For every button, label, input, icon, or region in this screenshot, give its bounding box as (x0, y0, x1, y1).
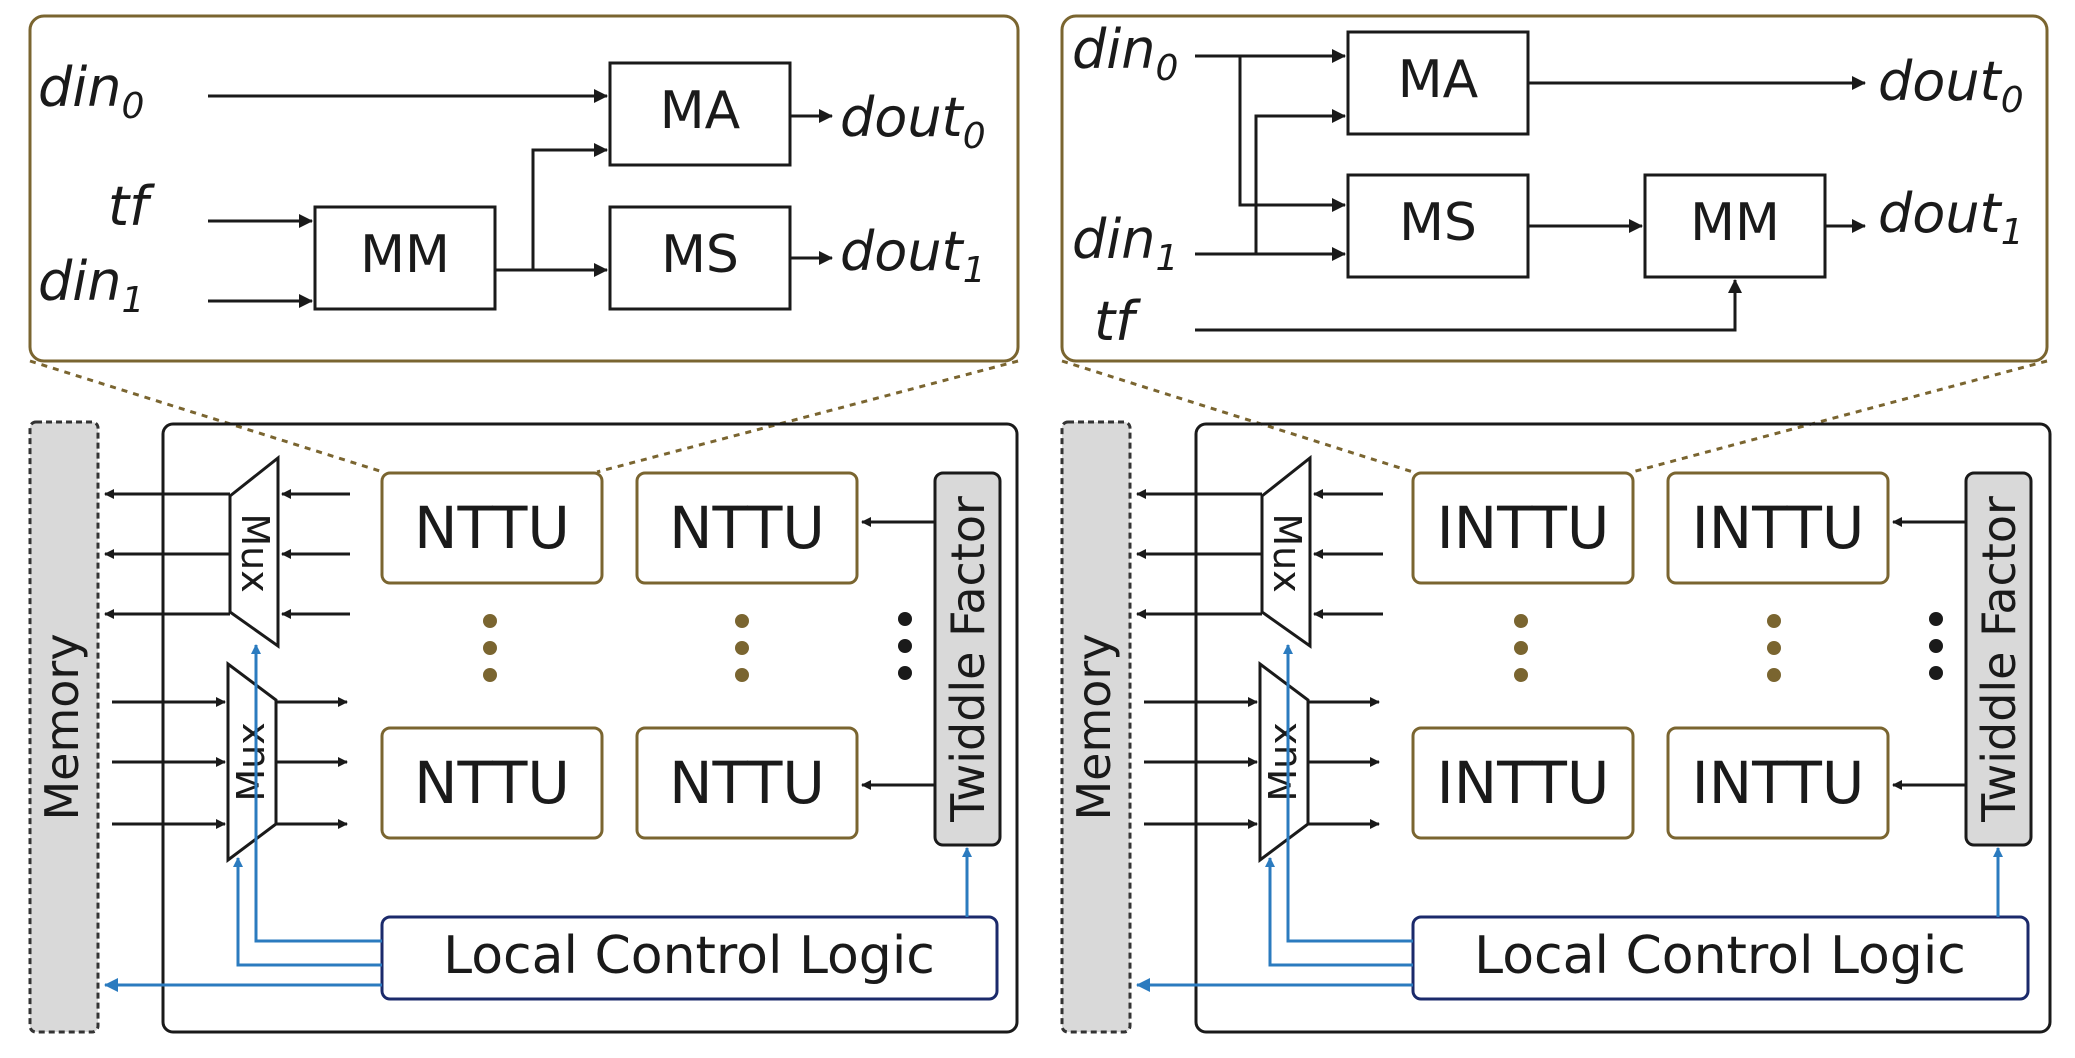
right-twiddle-factor: Twiddle Factor (1964, 471, 2033, 847)
left-main-frame (161, 422, 1019, 1034)
svg-text:MM: MM (360, 225, 450, 285)
svg-text:INTTU: INTTU (1692, 749, 1865, 817)
right-mm-box: MM (1643, 173, 1827, 279)
left-ellipsis-col2 (735, 614, 749, 682)
right-dout0-label: dout0 (1878, 50, 2024, 121)
left-unit-r1c2: NTTU (635, 471, 859, 585)
svg-text:INTTU: INTTU (1437, 494, 1610, 562)
left-ma-box: MA (608, 61, 792, 167)
right-din0-label: din0 (1072, 18, 1178, 89)
right-memory: Memory (1060, 420, 1132, 1034)
svg-text:INTTU: INTTU (1692, 494, 1865, 562)
svg-text:Memory: Memory (35, 633, 89, 820)
left-mux-bottom: Mux (226, 661, 278, 863)
svg-text:MA: MA (1398, 50, 1479, 110)
right-unit-r2c1: INTTU (1411, 726, 1635, 840)
left-din1-label: din1 (38, 250, 144, 321)
svg-text:Local Control Logic: Local Control Logic (443, 926, 935, 986)
svg-text:INTTU: INTTU (1437, 749, 1610, 817)
svg-text:Twiddle Factor: Twiddle Factor (1972, 496, 2026, 823)
left-ellipsis-col1 (483, 614, 497, 682)
svg-text:NTTU: NTTU (669, 749, 825, 817)
right-mux-top: Mux (1260, 454, 1312, 649)
left-dout0-label: dout0 (840, 86, 986, 157)
right-dout1-label: dout1 (1878, 182, 2024, 253)
left-unit-r2c2: NTTU (635, 726, 859, 840)
svg-text:Twiddle Factor: Twiddle Factor (941, 496, 995, 823)
svg-text:MS: MS (1399, 193, 1477, 253)
right-ms-box: MS (1346, 173, 1530, 279)
left-unit-r1c1: NTTU (380, 471, 604, 585)
left-local-control-logic: Local Control Logic (380, 915, 999, 1001)
svg-text:NTTU: NTTU (669, 494, 825, 562)
left-unit-r2c1: NTTU (380, 726, 604, 840)
right-ellipsis-col2 (1767, 614, 1781, 682)
right-unit-r1c2: INTTU (1666, 471, 1890, 585)
right-unit-r2c2: INTTU (1666, 726, 1890, 840)
left-detail-box: din0 tf din1 MM MA MS (28, 14, 1020, 363)
right-detail-box: din0 din1 tf MA MS MM (1060, 14, 2049, 363)
left-mm-box: MM (313, 205, 497, 311)
svg-text:MA: MA (660, 81, 741, 141)
right-panel: din0 din1 tf MA MS MM (1060, 14, 2052, 1034)
right-unit-r1c1: INTTU (1411, 471, 1635, 585)
left-memory: Memory (28, 420, 100, 1034)
left-dout1-label: dout1 (840, 220, 986, 291)
right-mux-bottom: Mux (1258, 661, 1310, 863)
right-local-control-logic: Local Control Logic (1411, 915, 2030, 1001)
right-ellipsis-col3 (1929, 612, 1943, 680)
left-twiddle-factor: Twiddle Factor (933, 471, 1002, 847)
svg-text:MM: MM (1690, 193, 1780, 253)
svg-text:NTTU: NTTU (414, 749, 570, 817)
svg-text:NTTU: NTTU (414, 494, 570, 562)
svg-text:Mux: Mux (1261, 722, 1305, 801)
svg-text:MS: MS (661, 225, 739, 285)
right-tf-label: tf (1094, 290, 1141, 353)
right-ma-box: MA (1346, 30, 1530, 136)
svg-text:Mux: Mux (229, 722, 273, 801)
svg-text:Local Control Logic: Local Control Logic (1474, 926, 1966, 986)
left-din0-label: din0 (38, 56, 144, 127)
right-main-frame (1194, 422, 2052, 1034)
svg-text:Mux: Mux (1265, 513, 1309, 592)
left-ms-box: MS (608, 205, 792, 311)
right-ellipsis-col1 (1514, 614, 1528, 682)
left-ellipsis-col3 (898, 612, 912, 680)
left-panel: din0 tf din1 MM MA MS (28, 14, 1020, 1034)
svg-text:Memory: Memory (1067, 633, 1121, 820)
left-tf-label: tf (108, 175, 155, 238)
svg-text:Mux: Mux (233, 513, 277, 592)
left-mux-top: Mux (228, 454, 280, 649)
right-din1-label: din1 (1072, 208, 1178, 279)
